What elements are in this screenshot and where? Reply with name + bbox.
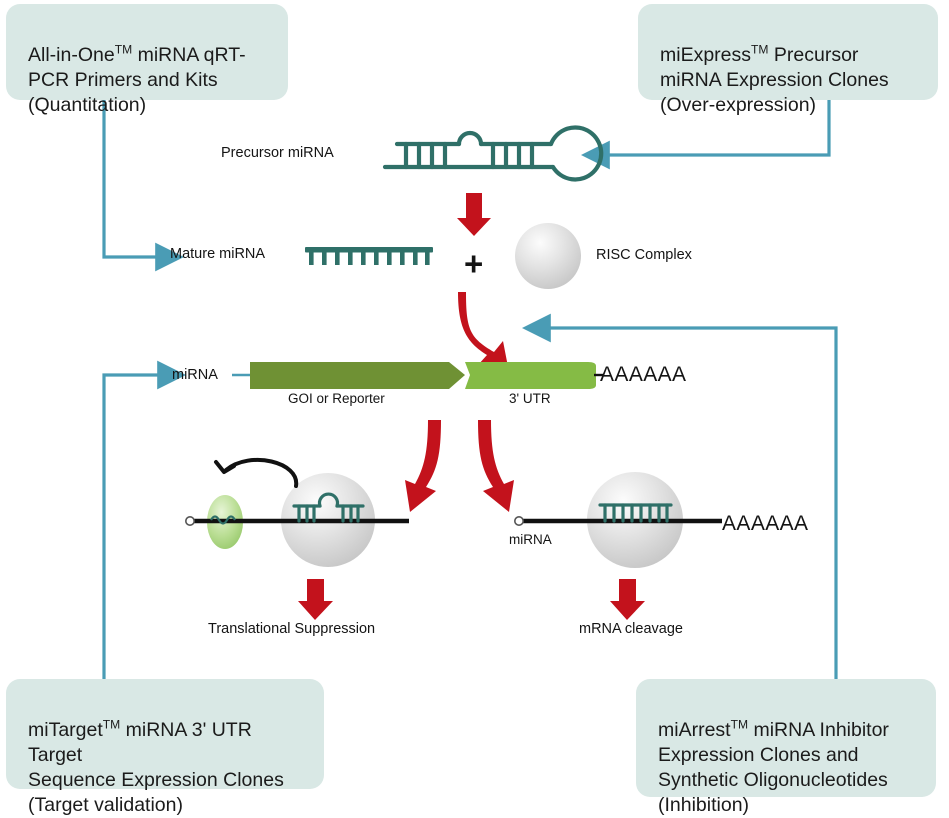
red-arrow-mrna-cleavage <box>478 420 514 512</box>
label-three-prime-utr: 3' UTR <box>509 391 551 406</box>
trademark-symbol: TM <box>730 717 749 732</box>
trademark-symbol: TM <box>751 42 769 57</box>
red-arrow-translational-suppression <box>405 420 441 512</box>
red-arrow-risc-loading <box>458 292 509 372</box>
callout-all-in-one-qrt-pcr[interactable]: All-in-OneTM miRNA qRT- PCR Primers and … <box>6 4 288 116</box>
diagram-canvas: All-in-OneTM miRNA qRT- PCR Primers and … <box>6 4 938 816</box>
callout-title-prefix: miArrest <box>658 719 731 741</box>
label-mature-mirna: Mature miRNA <box>170 246 266 262</box>
mrna-construct <box>232 362 604 389</box>
mature-mirna-strand <box>305 247 433 265</box>
label-precursor-mirna: Precursor miRNA <box>221 145 334 161</box>
connector-inhibition <box>522 313 838 679</box>
trademark-symbol: TM <box>114 42 133 57</box>
trademark-symbol: TM <box>102 717 121 732</box>
red-arrow-outcome-right <box>610 579 645 620</box>
red-arrow-processing <box>457 193 491 236</box>
red-arrow-outcome-left <box>298 579 333 620</box>
plus-sign: + <box>464 245 484 282</box>
callout-title-prefix: All-in-One <box>28 44 115 66</box>
label-mirna-construct: miRNA <box>172 367 218 383</box>
callout-miarrest-inhibitor[interactable]: miArrestTM miRNA Inhibitor Expression Cl… <box>636 679 936 816</box>
callout-title-rest: Precursor miRNA Expression Clones (Over-… <box>660 44 889 116</box>
mrna-cleavage-complex <box>513 472 722 568</box>
connector-overexpression <box>581 100 831 170</box>
label-translational-suppression: Translational Suppression <box>208 621 376 637</box>
callout-mitarget-utr[interactable]: miTargetTM miRNA 3' UTR Target Sequence … <box>6 679 324 816</box>
callout-title-prefix: miTarget <box>28 719 103 741</box>
precursor-mirna-hairpin <box>382 125 604 182</box>
connector-target-validation <box>102 360 186 679</box>
label-poly-a-tail-top: AAAAAA <box>600 363 687 386</box>
label-poly-a-tail-bottom: AAAAAA <box>722 512 809 535</box>
connector-layer <box>102 100 838 679</box>
callout-title-prefix: miExpress <box>660 44 752 66</box>
callout-title-rest: miRNA qRT- PCR Primers and Kits (Quantit… <box>28 44 246 116</box>
callout-miexpress-precursor[interactable]: miExpressTM Precursor miRNA Expression C… <box>638 4 938 116</box>
risc-complex-sphere <box>515 223 581 289</box>
connector-quantitation <box>102 100 184 272</box>
label-mirna-cleavage-strand: miRNA <box>509 532 552 547</box>
label-goi-or-reporter: GOI or Reporter <box>288 391 385 406</box>
label-mrna-cleavage: mRNA cleavage <box>579 621 683 637</box>
translational-suppression-complex <box>185 457 409 567</box>
label-risc-complex: RISC Complex <box>596 247 692 263</box>
